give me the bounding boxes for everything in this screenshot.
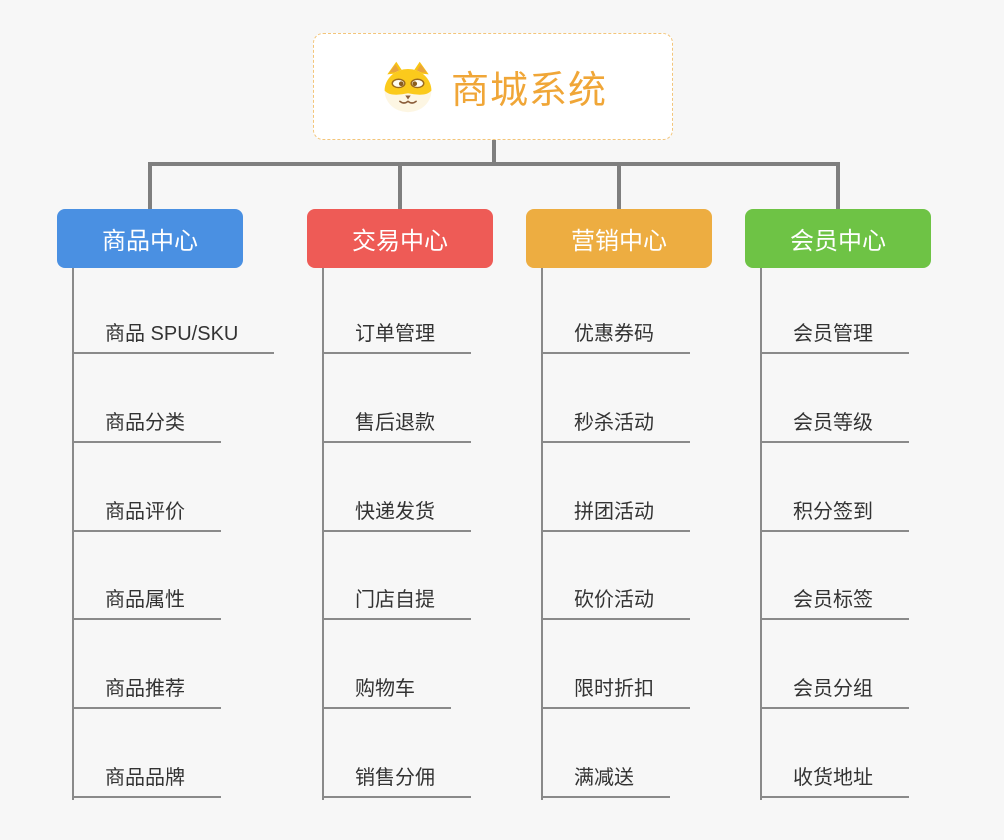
- leaf-node[interactable]: 商品评价: [72, 492, 221, 532]
- leaf-node[interactable]: 满减送: [541, 758, 670, 798]
- leaf-node[interactable]: 商品品牌: [72, 758, 221, 798]
- leaf-node[interactable]: 积分签到: [760, 492, 909, 532]
- leaf-node[interactable]: 收货地址: [760, 758, 909, 798]
- branch-label: 会员中心: [790, 228, 886, 255]
- leaf-node[interactable]: 拼团活动: [541, 492, 690, 532]
- connector-drop-member: [836, 162, 840, 209]
- connector-drop-trade: [398, 162, 402, 209]
- root-title: 商城系统: [450, 70, 607, 112]
- leaf-node[interactable]: 商品分类: [72, 403, 221, 443]
- connector-horizontal-bar: [148, 162, 840, 166]
- trunk-line-trade: [322, 268, 324, 800]
- trunk-line-marketing: [541, 268, 543, 800]
- leaf-node[interactable]: 快递发货: [322, 492, 471, 532]
- leaf-node[interactable]: 会员分组: [760, 669, 909, 709]
- leaf-node[interactable]: 砍价活动: [541, 580, 690, 620]
- leaf-node[interactable]: 会员标签: [760, 580, 909, 620]
- leaf-node[interactable]: 订单管理: [322, 314, 471, 354]
- root-node[interactable]: 商城系统: [313, 33, 673, 140]
- leaf-node[interactable]: 商品推荐: [72, 669, 221, 709]
- leaf-node[interactable]: 限时折扣: [541, 669, 690, 709]
- leaf-node[interactable]: 会员等级: [760, 403, 909, 443]
- connector-drop-marketing: [617, 162, 621, 209]
- branch-label: 商品中心: [102, 228, 198, 255]
- leaf-node[interactable]: 会员管理: [760, 314, 909, 354]
- branch-node-product-center[interactable]: 商品中心: [57, 209, 243, 268]
- leaf-node[interactable]: 销售分佣: [322, 758, 471, 798]
- leaf-node[interactable]: 门店自提: [322, 580, 471, 620]
- connector-root-stub: [492, 140, 496, 166]
- branch-label: 交易中心: [352, 228, 448, 255]
- leaf-node[interactable]: 购物车: [322, 669, 451, 709]
- leaf-node[interactable]: 售后退款: [322, 403, 471, 443]
- leaf-node[interactable]: 秒杀活动: [541, 403, 690, 443]
- branch-node-trade-center[interactable]: 交易中心: [307, 209, 493, 268]
- leaf-node[interactable]: 优惠券码: [541, 314, 690, 354]
- leaf-node[interactable]: 商品 SPU/SKU: [72, 314, 275, 354]
- connector-drop-product: [148, 162, 152, 209]
- trunk-line-product: [72, 268, 74, 800]
- branch-node-marketing-center[interactable]: 营销中心: [526, 209, 712, 268]
- trunk-line-member: [760, 268, 762, 800]
- branch-node-member-center[interactable]: 会员中心: [745, 209, 931, 268]
- leaf-node[interactable]: 商品属性: [72, 580, 221, 620]
- doge-icon: [379, 60, 437, 114]
- branch-label: 营销中心: [571, 228, 667, 255]
